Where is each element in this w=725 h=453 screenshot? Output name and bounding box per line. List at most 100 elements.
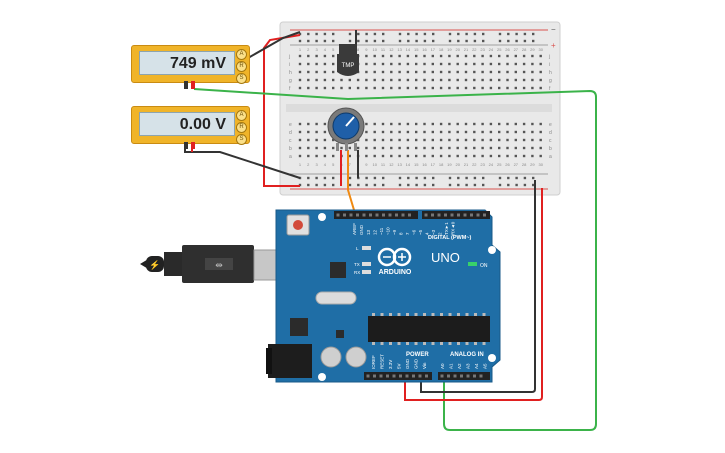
column-number: 4 [324, 162, 327, 167]
column-number: 22 [472, 162, 477, 167]
column-number: 2 [307, 162, 310, 167]
pin-label: A5 [483, 363, 488, 369]
wire-green-signal [193, 88, 597, 431]
multimeter-2-mode-selector[interactable]: A R S [236, 110, 247, 146]
column-number: 12 [389, 47, 394, 52]
row-letter: j [288, 54, 290, 60]
column-number: 15 [414, 47, 419, 52]
column-number: 29 [530, 47, 535, 52]
row-letter: h [289, 70, 292, 76]
arduino-brand: ARDUINO [379, 269, 412, 276]
wire-red-right [404, 188, 543, 401]
pin-label: 7 [405, 232, 410, 235]
column-number: 25 [497, 47, 502, 52]
pin-label: 2 [438, 232, 443, 235]
mode-s-button[interactable]: S [236, 73, 247, 84]
column-number: 3 [315, 162, 318, 167]
column-number: 18 [439, 162, 444, 167]
row-letter: f [549, 86, 551, 92]
mode-r-button[interactable]: R [236, 61, 247, 72]
multimeter-2[interactable]: 0.00 V A R S [131, 106, 250, 146]
multimeter-1-mode-selector[interactable]: A R S [236, 49, 247, 85]
row-letter: c [549, 138, 552, 144]
mode-a-button[interactable]: A [236, 49, 247, 60]
usb-icon: ⇹ [215, 260, 223, 270]
wire-black-right [420, 180, 536, 393]
column-number: 3 [315, 47, 318, 52]
rail-plus-label: + [551, 41, 556, 50]
wire-black-meter1 [247, 31, 301, 59]
column-number: 17 [431, 47, 436, 52]
gnd-pin-label: GND [359, 224, 364, 235]
column-number: 5 [332, 47, 335, 52]
sensor-label: TMP [342, 63, 355, 69]
analog-label: ANALOG IN [450, 352, 484, 358]
row-letter: a [289, 154, 292, 160]
column-number: 19 [447, 162, 452, 167]
pin-label: A4 [474, 363, 479, 369]
column-number: 15 [414, 162, 419, 167]
breadboard-holes[interactable] [298, 32, 542, 187]
column-number: 23 [480, 47, 485, 52]
column-number: 28 [522, 47, 527, 52]
digital-header-2[interactable] [422, 211, 490, 219]
column-number: 7 [349, 162, 352, 167]
mode-r-button[interactable]: R [236, 122, 247, 133]
column-number: 13 [397, 162, 402, 167]
analog-header[interactable] [438, 372, 490, 380]
column-number: 28 [522, 162, 527, 167]
pin-label: 13 [366, 229, 371, 235]
power-header[interactable] [364, 372, 432, 380]
pin-label: ~11 [379, 227, 384, 235]
pin-label: A0 [440, 363, 445, 369]
dc-power-jack[interactable] [268, 344, 312, 378]
column-number: 24 [489, 47, 494, 52]
multimeter-2-probe-red[interactable] [191, 142, 195, 149]
multimeter-1[interactable]: 749 mV A R S [131, 45, 250, 85]
pin-label: TX►1 [444, 222, 449, 235]
multimeter-2-probe-black[interactable] [184, 142, 188, 149]
column-number: 21 [464, 162, 469, 167]
row-letter: j [548, 54, 550, 60]
pin-label: RX◄0 [451, 221, 456, 235]
pin-label: ~3 [431, 229, 436, 235]
breadboard[interactable]: + − jjiihhggffeeddccbbaa1122334455667788… [279, 21, 561, 196]
potentiometer[interactable] [327, 107, 365, 151]
row-letter: g [289, 78, 292, 84]
row-letter: b [549, 146, 552, 152]
pin-label: A1 [449, 363, 454, 369]
atmega-chip [368, 316, 490, 342]
multimeter-1-probe-black[interactable] [184, 81, 188, 89]
pin-label: ~6 [412, 229, 417, 235]
column-number: 29 [530, 162, 535, 167]
column-number: 12 [389, 162, 394, 167]
on-label: ON [480, 263, 488, 269]
column-number: 1 [299, 162, 302, 167]
pin-label: 3.3V [388, 360, 393, 369]
arduino-uno-board[interactable]: ARDUINO UNO ON DIGITAL (PWM~) POWER ANAL… [266, 209, 501, 383]
pin-label: GND [405, 358, 410, 369]
column-number: 30 [538, 162, 543, 167]
column-number: 14 [406, 162, 411, 167]
row-letter: e [289, 122, 292, 128]
column-number: 20 [455, 162, 460, 167]
multimeter-1-probe-red[interactable] [191, 81, 195, 89]
temperature-sensor[interactable]: TMP [337, 44, 359, 76]
row-letter: d [549, 130, 552, 136]
row-letter: g [549, 78, 552, 84]
mode-s-button[interactable]: S [236, 134, 247, 145]
pin-label: 4 [425, 232, 430, 235]
usb-cable[interactable]: ⚡ ⇹ [140, 245, 293, 283]
pin-label: 5V [397, 363, 402, 369]
breadboard-labels: jjiihhggffeeddccbbaa11223344556677889910… [288, 47, 552, 167]
column-number: 1 [299, 47, 302, 52]
pin-label: ~10 [386, 227, 391, 235]
mode-a-button[interactable]: A [236, 110, 247, 121]
wire-black-meter2 [184, 147, 301, 179]
row-letter: c [289, 138, 292, 144]
arduino-logo-icon [377, 247, 412, 267]
row-letter: i [289, 62, 290, 68]
